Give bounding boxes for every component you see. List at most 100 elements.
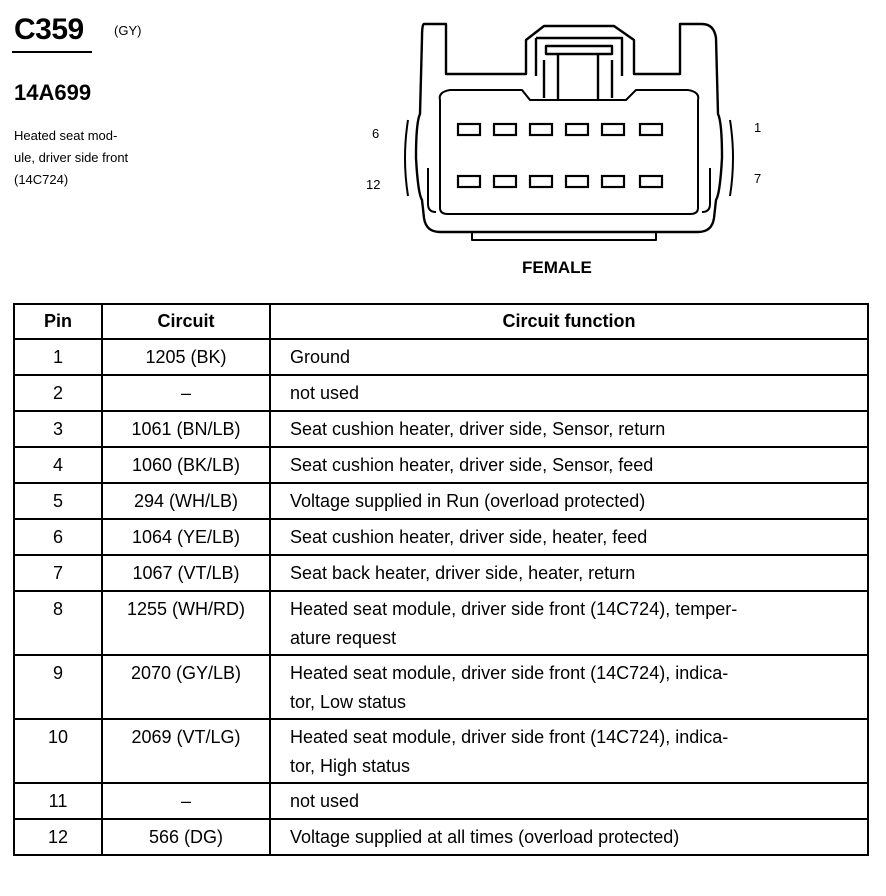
column-header-circuit: Circuit	[101, 303, 271, 340]
cell-circuit: 1067 (VT/LB)	[101, 554, 271, 592]
cell-function: not used	[269, 374, 869, 412]
cell-pin: 8	[13, 590, 103, 656]
cell-function: Seat cushion heater, driver side, heater…	[269, 518, 869, 556]
cell-circuit: 566 (DG)	[101, 818, 271, 856]
cell-circuit: 1061 (BN/LB)	[101, 410, 271, 448]
pin-number: 4	[52, 455, 63, 475]
pin-number: 8	[52, 599, 63, 619]
pin-number: 7	[52, 563, 63, 583]
function-line: Voltage supplied at all times (overload …	[290, 827, 680, 847]
cell-circuit: –	[101, 374, 271, 412]
connector-id: C359	[14, 13, 84, 46]
latch-outline	[536, 36, 624, 76]
part-number: 14A699	[14, 80, 92, 105]
cell-function: Heated seat module, driver side front (1…	[269, 590, 869, 656]
pin-cavity	[600, 122, 626, 137]
function-line: not used	[290, 383, 360, 403]
pin-label-bottom-left: 12	[366, 177, 381, 192]
cell-function: Ground	[269, 338, 869, 376]
cell-circuit: 1205 (BK)	[101, 338, 271, 376]
pin-cavity	[638, 174, 664, 189]
function-text: Voltage supplied in Run (overload protec…	[290, 484, 859, 516]
function-line: Seat cushion heater, driver side, Sensor…	[290, 419, 666, 439]
circuit-code: 1205 (BK)	[145, 347, 227, 367]
cell-function: Seat cushion heater, driver side, Sensor…	[269, 446, 869, 484]
function-line: not used	[290, 791, 360, 811]
circuit-code: 1061 (BN/LB)	[131, 419, 241, 439]
circuit-code: 294 (WH/LB)	[133, 491, 239, 511]
table-row: 11 – not used	[13, 782, 869, 820]
table-row: 9 2070 (GY/LB) Heated seat module, driver …	[13, 654, 869, 720]
function-text: Seat cushion heater, driver side, Sensor…	[290, 448, 859, 480]
cell-circuit: 2070 (GY/LB)	[101, 654, 271, 720]
pin-number: 6	[52, 527, 63, 547]
pin-cavity	[600, 174, 626, 189]
column-header-pin: Pin	[13, 303, 103, 340]
circuit-code: –	[180, 383, 191, 403]
pin-number: 12	[47, 827, 69, 847]
cell-function: Voltage supplied at all times (overload …	[269, 818, 869, 856]
pin-number: 2	[52, 383, 63, 403]
function-line: Heated seat module, driver side front (1…	[290, 663, 729, 683]
circuit-code: 1064 (YE/LB)	[131, 527, 241, 547]
cell-pin: 1	[13, 338, 103, 376]
cell-pin: 6	[13, 518, 103, 556]
table-row: 4 1060 (BK/LB) Seat cushion heater, driver…	[13, 446, 869, 484]
function-text: Heated seat module, driver side front (1…	[290, 592, 859, 653]
pin-number: 1	[52, 347, 63, 367]
circuit-code: –	[180, 791, 191, 811]
function-line: ature request	[290, 628, 397, 648]
connector-face-diagram	[404, 22, 734, 241]
pin-cavity	[564, 122, 590, 137]
function-text: Ground	[290, 340, 859, 372]
table-row: 6 1064 (YE/LB) Seat cushion heater, driver…	[13, 518, 869, 556]
column-header-function: Circuit function	[269, 303, 869, 340]
function-text: Seat back heater, driver side, heater, r…	[290, 556, 859, 588]
table-row: 5 294 (WH/LB) Voltage supplied in Run (ove…	[13, 482, 869, 520]
cell-pin: 9	[13, 654, 103, 720]
pin-table-body: 1 1205 (BK) Ground 2 – not used 3 1061 (BN/LB) S…	[13, 338, 869, 856]
pin-number: 3	[52, 419, 63, 439]
function-line: Seat back heater, driver side, heater, r…	[290, 563, 636, 583]
function-text: not used	[290, 376, 859, 408]
pin-cavity	[456, 122, 482, 137]
pin-number: 5	[52, 491, 63, 511]
function-line: Ground	[290, 347, 351, 367]
pin-number: 9	[52, 663, 63, 683]
function-line: Heated seat module, driver side front (1…	[290, 727, 729, 747]
pin-label-top-right: 1	[754, 120, 762, 135]
circuit-code: 1060 (BK/LB)	[131, 455, 241, 475]
pin-cavity	[492, 122, 518, 137]
function-line: Seat cushion heater, driver side, Sensor…	[290, 455, 654, 475]
table-row: 7 1067 (VT/LB) Seat back heater, driver si…	[13, 554, 869, 592]
function-line: Seat cushion heater, driver side, heater…	[290, 527, 648, 547]
cell-pin: 5	[13, 482, 103, 520]
pin-cavity	[638, 122, 664, 137]
cell-circuit: 2069 (VT/LG)	[101, 718, 271, 784]
circuit-code: 1255 (WH/RD)	[126, 599, 246, 619]
connector-color-code: (GY)	[114, 23, 142, 38]
pin-cavity	[492, 174, 518, 189]
table-row: 2 – not used	[13, 374, 869, 412]
table-header-row: Pin Circuit Circuit function	[13, 303, 869, 340]
function-text: Heated seat module, driver side front (1…	[290, 720, 859, 781]
function-text: Seat cushion heater, driver side, heater…	[290, 520, 859, 552]
pin-cavity	[528, 122, 554, 137]
circuit-code: 2070 (GY/LB)	[130, 663, 242, 683]
description-line: Heated seat mod-	[14, 128, 118, 143]
cell-pin: 10	[13, 718, 103, 784]
pin-cavity	[456, 174, 482, 189]
cell-pin: 3	[13, 410, 103, 448]
cell-circuit: 1060 (BK/LB)	[101, 446, 271, 484]
cell-function: Seat back heater, driver side, heater, r…	[269, 554, 869, 592]
function-text: Voltage supplied at all times (overload …	[290, 820, 859, 852]
pin-cavity	[564, 174, 590, 189]
function-text: Heated seat module, driver side front (1…	[290, 656, 859, 717]
inner-face	[438, 89, 700, 215]
cell-circuit: 1255 (WH/RD)	[101, 590, 271, 656]
description-line: (14C724)	[14, 172, 69, 187]
description-line: ule, driver side front	[14, 150, 129, 165]
function-line: tor, Low status	[290, 692, 407, 712]
cell-pin: 11	[13, 782, 103, 820]
